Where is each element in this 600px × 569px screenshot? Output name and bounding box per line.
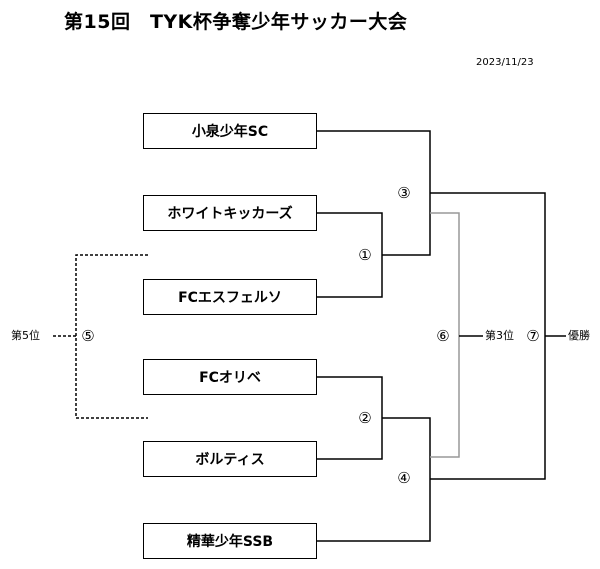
team-box-fc-olive: FCオリベ [143, 359, 317, 395]
event-date: 2023/11/23 [476, 57, 534, 68]
match-7-marker: ⑦ [524, 327, 542, 345]
match-5-marker: ⑤ [79, 327, 97, 345]
match-2-marker: ② [356, 409, 374, 427]
match-1-marker: ① [356, 246, 374, 264]
match-6-marker: ⑥ [434, 327, 452, 345]
page-title: 第15回 TYK杯争奪少年サッカー大会 [64, 11, 408, 33]
team-box-fc-esferso: FCエスフェルソ [143, 279, 317, 315]
match-3-marker: ③ [395, 184, 413, 202]
team-box-boltis: ボルティス [143, 441, 317, 477]
third-place-label: 第3位 [485, 329, 514, 343]
fifth-place-label: 第5位 [11, 329, 40, 343]
team-box-koizumi: 小泉少年SC [143, 113, 317, 149]
match-4-marker: ④ [395, 469, 413, 487]
team-box-seika-ssb: 精華少年SSB [143, 523, 317, 559]
team-box-white-kickers: ホワイトキッカーズ [143, 195, 317, 231]
champion-label: 優勝 [568, 329, 590, 343]
